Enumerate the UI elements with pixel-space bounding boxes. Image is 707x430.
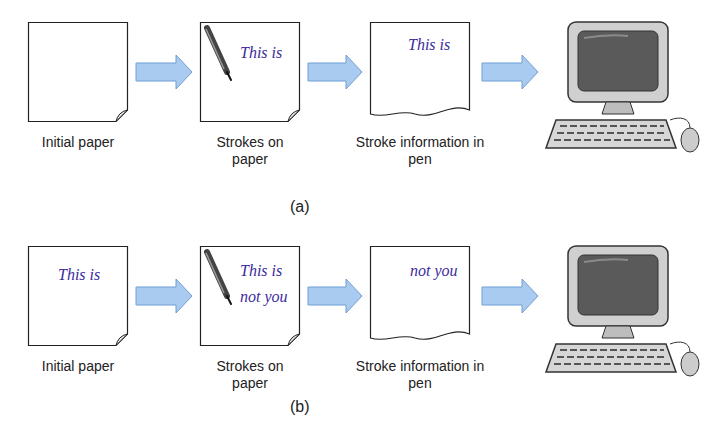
handwriting: This is [58,266,100,284]
handwriting: This is [408,36,450,54]
paper-border [201,247,300,346]
screen [578,255,658,315]
paper-border [29,23,128,122]
block-arrow [136,279,192,313]
block-arrow [136,55,192,89]
mouse [681,128,699,152]
pen-body [207,252,227,296]
monitor [568,246,668,326]
paper-fold [116,110,128,122]
pen-tip [227,72,231,80]
block-arrow [482,279,538,313]
mouse [681,352,699,376]
handwriting: not you [410,262,458,280]
pen-icon [206,28,231,80]
computer-icon [546,22,699,152]
keyboard-keys [554,350,670,364]
panel-label: (a) [290,198,310,216]
paper-sheet: not youStroke information in pen [370,246,470,346]
handwriting: not you [240,288,288,306]
caption: Stroke information in pen [353,134,487,168]
pen-body [207,28,227,72]
screen-glare [584,35,628,38]
paper-fold [288,110,300,122]
paper-sheet: Initial paper [28,22,128,122]
paper-fold [116,334,128,346]
screen [578,31,658,91]
pen-highlight [206,29,224,69]
keyboard [546,120,676,148]
paper-fold [288,334,300,346]
mouse-cable [670,342,690,352]
keyboard-keys [554,126,670,140]
torn-paper-border [371,23,470,116]
caption: Initial paper [23,134,133,151]
caption: Initial paper [23,358,133,375]
block-arrow [308,55,362,89]
computer-icon [546,246,699,376]
paper-outline [28,22,128,122]
keyboard [546,344,676,372]
torn-paper-border [371,247,470,340]
handwriting: This is [240,44,282,62]
pen-tip [227,296,231,304]
paper-outline [370,246,470,346]
monitor-stand [602,102,634,114]
screen-glare [584,259,628,262]
block-arrow [482,55,538,89]
block-arrow [308,279,362,313]
paper-sheet: This isStroke information in pen [370,22,470,122]
connector-layer [136,55,362,313]
monitor-stand [602,326,634,338]
caption: Stroke information in pen [353,358,487,392]
panel-label: (b) [290,398,310,416]
handwriting: This is [240,262,282,280]
paper-border [201,23,300,122]
caption: Strokes on paper [210,358,290,392]
paper-sheet: This isStrokes on paper [200,22,300,122]
paper-border [29,247,128,346]
paper-outline [200,22,300,122]
paper-sheet: This isnot youStrokes on paper [200,246,300,346]
caption: Strokes on paper [210,134,290,168]
paper-sheet: This isInitial paper [28,246,128,346]
pen-icon [206,252,231,304]
monitor [568,22,668,102]
mouse-cable [670,118,690,128]
pen-highlight [206,253,224,293]
paper-outline [28,246,128,346]
